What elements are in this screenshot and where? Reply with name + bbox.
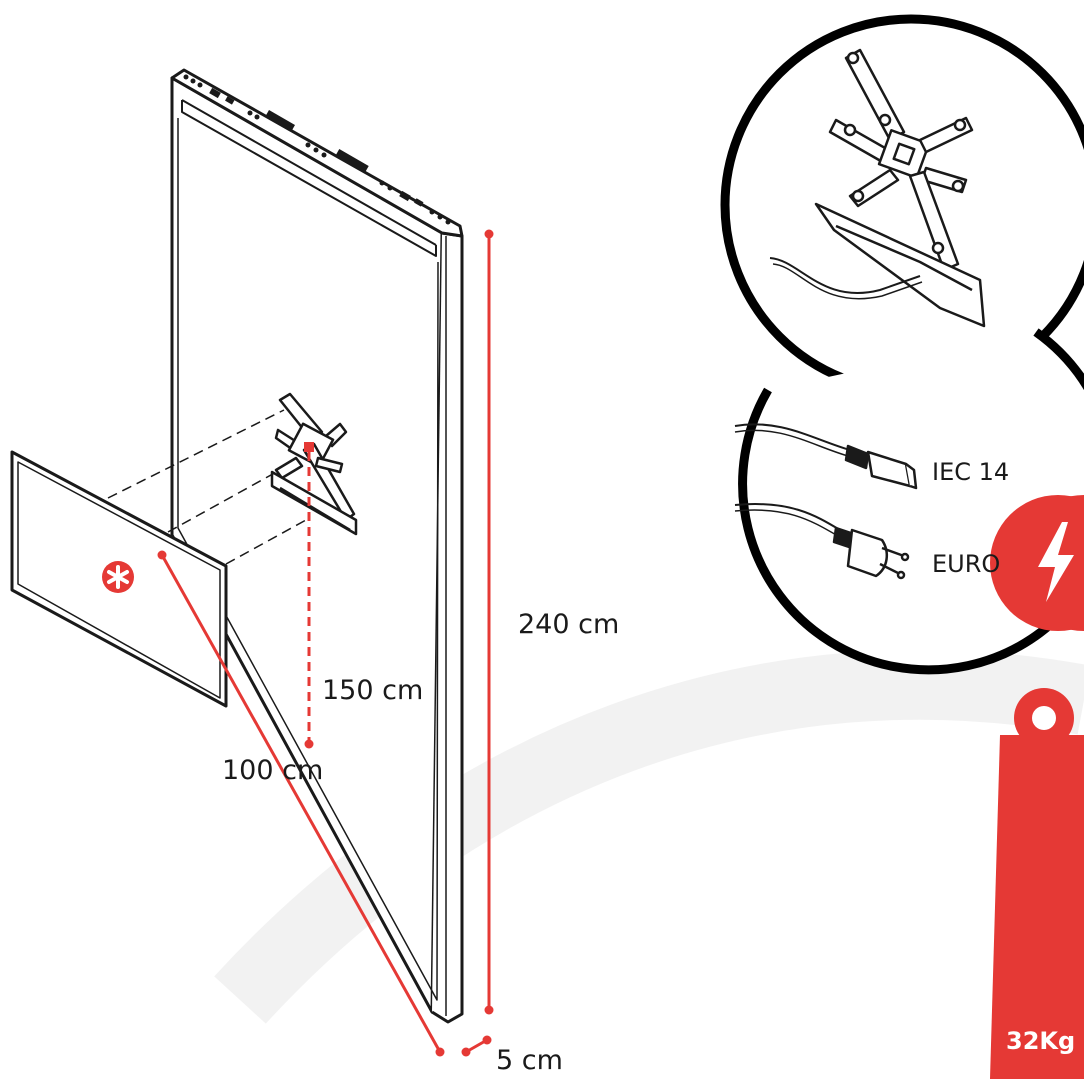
watermark	[214, 649, 1084, 1024]
top-connectors	[183, 74, 451, 225]
bracket-anchor	[304, 442, 314, 452]
euro-plug-icon	[832, 526, 910, 580]
asterisk-icon	[102, 561, 134, 593]
lightning-bolt-icon	[1038, 522, 1074, 602]
dimension-lines	[157, 229, 494, 1057]
iec-connector-label: IEC 14	[932, 458, 1010, 486]
width-label: 100 cm	[222, 755, 324, 786]
euro-connector-label: EURO	[932, 550, 1001, 578]
power-badge	[990, 495, 1084, 631]
weight-icon	[1032, 706, 1056, 730]
weight-label: 32Kg	[1006, 1027, 1076, 1055]
height-label: 240 cm	[518, 609, 620, 640]
mount-height-label: 150 cm	[322, 675, 424, 706]
projection-lines	[107, 409, 307, 565]
weight-badge	[990, 688, 1084, 1079]
display-panel	[170, 68, 464, 1024]
iec-plug-icon	[844, 444, 918, 490]
depth-label: 5 cm	[496, 1045, 563, 1076]
